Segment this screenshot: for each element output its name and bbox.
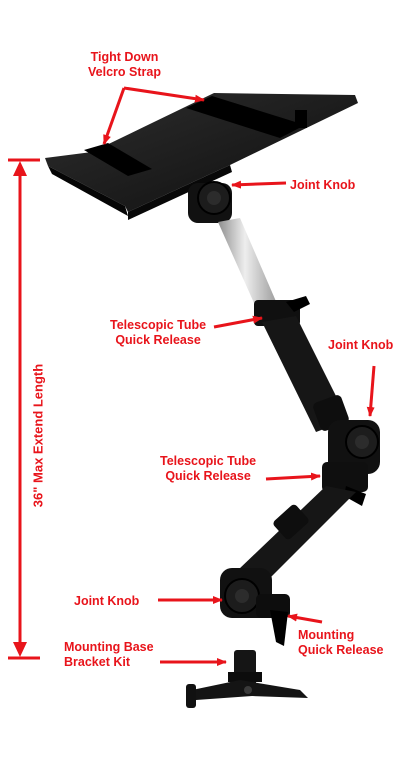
label-tube-release-lower-line2: Quick Release [165, 469, 251, 483]
max-length-dimension [8, 158, 40, 660]
velcro-strap [84, 96, 307, 176]
label-mounting-release-line2: Quick Release [298, 643, 384, 657]
arrow-joint-knob-top [231, 180, 287, 189]
annotation-arrows [8, 86, 376, 666]
laptop-tray [45, 93, 358, 220]
label-joint-knob-right: Joint Knob [328, 338, 394, 352]
arrow-joint-knob-right [366, 365, 376, 417]
label-tube-release-upper-line2: Quick Release [115, 333, 201, 347]
label-tube-release-upper-line1: Telescopic Tube [110, 318, 207, 332]
label-mounting-base-line2: Bracket Kit [64, 655, 130, 669]
arrow-strap-left [102, 87, 126, 145]
label-max-extend-length: 36" Max Extend Length [30, 363, 46, 508]
label-joint-knob-bottom: Joint Knob [74, 594, 140, 608]
arrow-tube-release-lower [265, 472, 321, 481]
label-joint-knob-top: Joint Knob [290, 178, 356, 192]
label-velcro-strap: Tight Down Velcro Strap [88, 50, 161, 80]
bottom-joint [220, 568, 272, 618]
arrow-tube-release-upper [213, 315, 263, 329]
label-tube-release-lower-line1: Telescopic Tube [160, 454, 257, 468]
arrow-mounting-release [287, 613, 323, 624]
label-tube-release-lower: Telescopic Tube Quick Release [160, 454, 256, 484]
mounting-base-bracket [186, 650, 308, 708]
right-joint [328, 420, 380, 474]
top-joint [188, 181, 232, 223]
telescopic-tube [218, 218, 278, 312]
label-mounting-base-line1: Mounting Base [64, 640, 154, 654]
lower-arm [238, 486, 356, 584]
label-tube-release-upper: Telescopic Tube Quick Release [110, 318, 206, 348]
label-mounting-base: Mounting Base Bracket Kit [64, 640, 154, 670]
mounting-quick-release [256, 594, 290, 646]
label-velcro-strap-line2: Velcro Strap [88, 65, 161, 79]
label-velcro-strap-line1: Tight Down [90, 50, 159, 64]
label-mounting-release-line1: Mounting [298, 628, 355, 642]
label-mounting-release: Mounting Quick Release [298, 628, 383, 658]
arrow-strap-right [123, 86, 205, 103]
